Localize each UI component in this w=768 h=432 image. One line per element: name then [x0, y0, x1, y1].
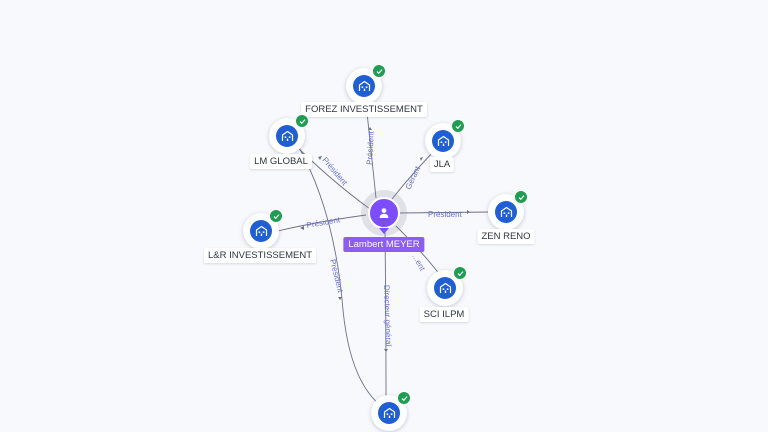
verified-check-icon — [451, 119, 465, 133]
edge-arrow — [384, 349, 388, 352]
company-node-lr[interactable] — [243, 209, 283, 249]
verified-check-icon — [372, 64, 386, 78]
person-pin-tail — [379, 228, 389, 234]
company-node-forez[interactable] — [346, 64, 386, 104]
edge-label-lmglobal: Président — [320, 156, 349, 188]
verified-check-icon — [514, 190, 528, 204]
edge-lr — [277, 214, 367, 232]
company-label-lmglobal[interactable]: LM GLOBAL — [250, 154, 312, 169]
verified-check-icon — [453, 266, 467, 280]
building-icon — [434, 277, 456, 299]
edge-bottom — [384, 231, 387, 401]
person-icon — [379, 208, 389, 218]
company-label-jla[interactable]: JLA — [429, 157, 455, 172]
building-icon — [495, 201, 517, 223]
building-icon — [250, 220, 272, 242]
company-label-sciilpm[interactable]: SCI ILPM — [419, 307, 469, 322]
verified-check-icon — [397, 391, 411, 405]
edge-label-lr: Président — [306, 215, 342, 230]
edge-label-sciilpm: ...ent — [410, 253, 427, 274]
edge-arrow — [338, 297, 342, 300]
edge-label-forez: Président — [365, 130, 376, 165]
edge-label-zenreno: Président — [428, 210, 463, 219]
company-node-bottom[interactable] — [371, 391, 411, 431]
company-node-lmglobal[interactable] — [269, 114, 309, 154]
edge-label-lmglobal-bottom: Président — [328, 258, 345, 294]
company-node-sciilpm[interactable] — [427, 266, 467, 306]
company-node-jla[interactable] — [425, 119, 465, 159]
verified-check-icon — [269, 209, 283, 223]
company-label-zenreno[interactable]: ZEN RENO — [477, 229, 535, 244]
edge-label-bottom: Directeur général — [382, 285, 393, 347]
person-icon-badge[interactable] — [368, 197, 400, 229]
edge-arrow — [300, 226, 304, 230]
verified-check-icon — [295, 114, 309, 128]
edge-lmglobal-bottom — [295, 141, 381, 406]
edge-arrow — [467, 210, 470, 214]
company-node-zenreno[interactable] — [488, 190, 528, 230]
building-icon — [353, 75, 375, 97]
edge-lmglobal — [289, 139, 371, 210]
building-icon — [378, 402, 400, 424]
edge-arrow — [368, 127, 372, 130]
building-icon — [276, 125, 298, 147]
edge-zenreno — [399, 211, 491, 214]
company-label-forez[interactable]: FOREZ INVESTISSEMENT — [301, 102, 427, 117]
edge-arrow — [318, 156, 322, 160]
company-label-lr[interactable]: L&R INVESTISSEMENT — [204, 248, 316, 263]
person-name-label[interactable]: Lambert MEYER — [343, 237, 425, 252]
edge-label-jla: Gérant — [404, 164, 423, 191]
edge-arrow — [420, 157, 423, 161]
building-icon — [432, 130, 454, 152]
